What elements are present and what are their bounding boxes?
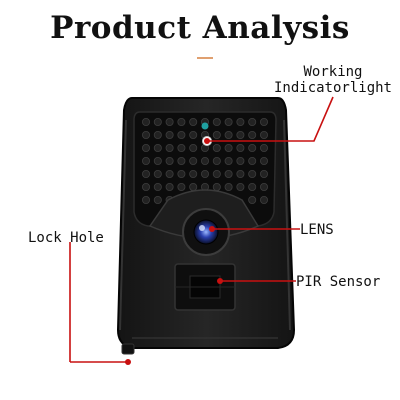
- label-lens: LENS: [300, 222, 334, 238]
- ir-led: [177, 130, 186, 139]
- ir-led: [153, 169, 162, 178]
- ir-led: [189, 118, 198, 127]
- ir-led: [165, 169, 174, 178]
- ir-led: [248, 182, 257, 191]
- ir-led: [224, 156, 233, 165]
- ir-led: [165, 143, 174, 152]
- ir-led: [200, 156, 209, 165]
- ir-led: [236, 182, 245, 191]
- ir-led: [177, 143, 186, 152]
- ir-led: [141, 156, 150, 165]
- label-lock-hole: Lock Hole: [28, 230, 104, 246]
- ir-led: [153, 143, 162, 152]
- ir-led: [248, 118, 257, 127]
- ir-led: [177, 182, 186, 191]
- lens-icon: [193, 219, 219, 245]
- ir-led: [212, 130, 221, 139]
- ir-led: [259, 130, 268, 139]
- ir-led: [248, 169, 257, 178]
- ir-led: [248, 195, 257, 204]
- ir-led: [224, 118, 233, 127]
- ir-led: [141, 118, 150, 127]
- ir-led: [212, 143, 221, 152]
- ir-led: [259, 156, 268, 165]
- label-working-line1: Working: [303, 64, 363, 80]
- ir-led: [224, 169, 233, 178]
- ir-led: [259, 118, 268, 127]
- ir-led: [236, 118, 245, 127]
- ir-led: [212, 118, 221, 127]
- ir-led: [212, 182, 221, 191]
- ir-led: [153, 195, 162, 204]
- ir-led: [236, 169, 245, 178]
- ir-led: [153, 156, 162, 165]
- ir-led: [153, 182, 162, 191]
- indicator-light-teal: [201, 122, 209, 130]
- ir-led: [236, 156, 245, 165]
- ir-led: [177, 156, 186, 165]
- ir-led: [248, 143, 257, 152]
- ir-led: [165, 130, 174, 139]
- ir-led: [259, 169, 268, 178]
- ir-led: [177, 118, 186, 127]
- ir-led: [236, 143, 245, 152]
- leader-lines: [69, 96, 334, 363]
- ir-led: [236, 130, 245, 139]
- ir-led: [177, 169, 186, 178]
- ir-led-array: [141, 118, 268, 204]
- ir-led: [259, 143, 268, 152]
- ir-led: [248, 156, 257, 165]
- ir-led: [259, 195, 268, 204]
- ir-led: [141, 169, 150, 178]
- title-accent-line: [197, 57, 213, 59]
- ir-led: [224, 143, 233, 152]
- ir-led: [153, 118, 162, 127]
- ir-led: [141, 182, 150, 191]
- ir-led: [224, 182, 233, 191]
- ir-led: [141, 143, 150, 152]
- label-working-indicator: Working Indicatorlight: [268, 64, 398, 96]
- ir-led: [189, 156, 198, 165]
- ir-led: [189, 130, 198, 139]
- lock-hole: [121, 343, 135, 355]
- ir-led: [248, 130, 257, 139]
- ir-led: [165, 182, 174, 191]
- ir-led: [165, 118, 174, 127]
- ir-led: [200, 169, 209, 178]
- ir-led: [141, 195, 150, 204]
- label-pir-sensor: PIR Sensor: [296, 274, 381, 290]
- ir-led: [165, 156, 174, 165]
- ir-led: [212, 169, 221, 178]
- leader-working: [207, 96, 334, 142]
- page-title: Product Analysis: [50, 10, 350, 46]
- ir-led: [189, 182, 198, 191]
- ir-led: [259, 182, 268, 191]
- ir-led: [212, 156, 221, 165]
- ir-led: [189, 143, 198, 152]
- leader-dots: [125, 138, 223, 365]
- label-working-line2: Indicatorlight: [273, 80, 392, 96]
- ir-led: [153, 130, 162, 139]
- ir-led: [224, 130, 233, 139]
- ir-led: [141, 130, 150, 139]
- ir-led: [189, 169, 198, 178]
